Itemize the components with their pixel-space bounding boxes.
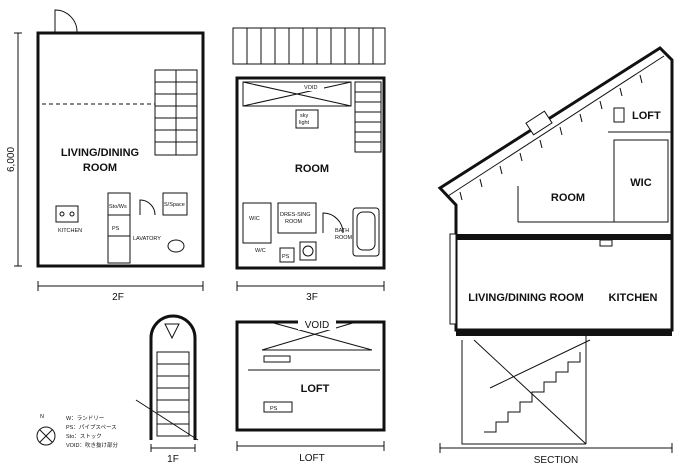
skylight [295, 109, 319, 129]
legend-item-3: Sto：ストック [66, 433, 102, 440]
legend-item-1: W：ランドリー [66, 415, 104, 422]
wic-label-3f: WIC [249, 216, 260, 222]
ps-label-loft: PS [270, 406, 278, 412]
stair-1f [156, 351, 190, 437]
storage-label: Sto/Ws [109, 204, 127, 210]
section: LOFT WIC ROOM LIVING/DINING ROOM KITCHEN… [437, 46, 674, 466]
toilet-icon [167, 239, 185, 253]
living-dining-label-line1: LIVING/DINING [61, 147, 139, 159]
ps-box-loft [263, 401, 293, 413]
plan-loft: VOID LOFT PS LOFT [235, 318, 386, 464]
caption-loft: LOFT [299, 453, 325, 464]
stair-3f [354, 81, 382, 153]
plan-2f: LIVING/DINING ROOM KITCHEN Sto/Ws PS S/S… [6, 9, 205, 303]
skylight-label-1: sky [300, 113, 309, 119]
door-swing-icon [139, 199, 156, 216]
legend-item-2: PS：パイプスペース [66, 424, 117, 431]
entrance-door-icon [54, 9, 78, 34]
bath-label-2: ROOM [335, 235, 353, 241]
void-3f: VOID [242, 81, 352, 107]
dressing-label-2: ROOM [285, 219, 303, 225]
void-loft: VOID [261, 318, 373, 351]
dimension-label: 6,000 [6, 147, 17, 172]
caption-section: SECTION [534, 455, 578, 466]
wic-section [613, 139, 669, 223]
closet-label: S/Space [164, 202, 185, 208]
caption-1f: 1F [167, 454, 179, 465]
ps-label-3f: PS [282, 254, 290, 260]
north-compass-icon [36, 426, 56, 446]
bath-label-1: BATH [335, 228, 349, 234]
dressing-label-1: DRES-SING [280, 212, 311, 218]
lavatory-label: LAVATORY [133, 236, 161, 242]
stair-2f [154, 69, 198, 156]
loft-label: LOFT [301, 383, 330, 395]
roof-hatch-3f [232, 27, 386, 65]
living-label-section: LIVING/DINING ROOM [468, 292, 584, 304]
legend: N W：ランドリー PS：パイプスペース Sto：ストック VOID：吹き抜け部… [36, 414, 118, 449]
floor-slab-2f [456, 330, 672, 336]
loft-hatch [613, 107, 625, 123]
living-dining-label-line2: ROOM [83, 162, 117, 174]
skylight-label-2: light [299, 120, 310, 126]
caption-3f: 3F [306, 292, 318, 303]
void-label-loft: VOID [305, 320, 329, 331]
skylight-section [525, 110, 553, 136]
wic-label-section: WIC [630, 177, 651, 189]
room-label-section: ROOM [551, 192, 585, 204]
caption-2f: 2F [112, 292, 124, 303]
plan-3f: VOID sky light ROOM WIC DRES-SING ROOM B [232, 27, 386, 303]
legend-item-4: VOID：吹き抜け部分 [66, 441, 118, 449]
roof-hatch-section [447, 55, 665, 201]
plan-1f: 1F [135, 314, 199, 465]
wc-label-3f: W/C [255, 248, 266, 254]
floor-slab-3f [456, 234, 672, 240]
plan-loft-outer-wall [235, 320, 386, 432]
closet-2f [162, 192, 188, 216]
lower-rooms-3f: WIC DRES-SING ROOM BATH ROOM W/C PS [242, 202, 380, 263]
kitchen-label: KITCHEN [58, 228, 82, 234]
kitchen-2f: KITCHEN Sto/Ws PS [55, 192, 131, 264]
cut-line-1f [135, 399, 199, 441]
svg-text:N: N [40, 414, 44, 420]
entrance-arrow-icon [164, 323, 180, 340]
room-label-3f: ROOM [295, 163, 329, 175]
void-label-3f: VOID [304, 85, 317, 91]
ps-label-2f: PS [112, 226, 120, 232]
kitchen-label-section: KITCHEN [609, 292, 658, 304]
loft-label-section: LOFT [632, 110, 661, 122]
stair-section [461, 336, 591, 445]
door-swing-3f-icon [322, 212, 344, 234]
window-section [449, 233, 457, 325]
